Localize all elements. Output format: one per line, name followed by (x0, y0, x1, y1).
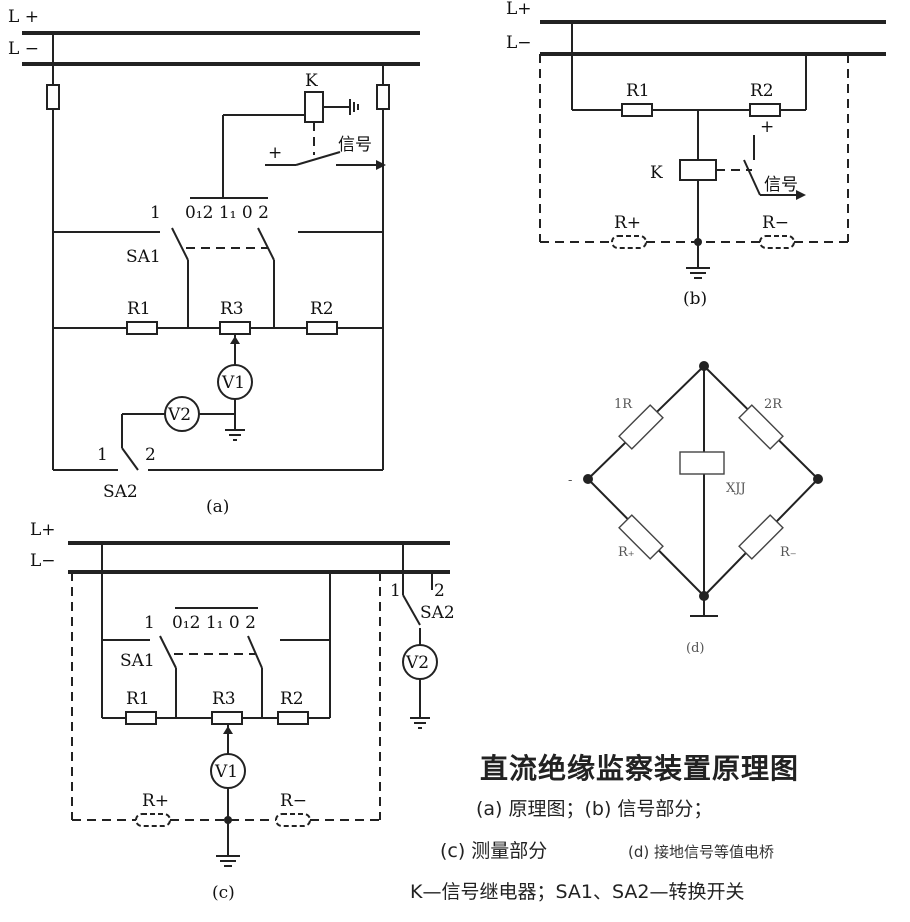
label-r2-a: R2 (310, 299, 334, 319)
label-relay-k-b: K (650, 163, 663, 183)
label-l-plus-a: L + (8, 7, 39, 27)
resistor-r2-c (277, 711, 309, 725)
label-v2-a: V2 (167, 405, 191, 425)
sa1-blade-left (171, 227, 189, 261)
legend-line-2b: (d) 接地信号等值电桥 (628, 843, 774, 861)
label-v2-c: V2 (405, 653, 429, 673)
label-r3-a: R3 (220, 299, 244, 319)
label-sa1: SA1 (126, 247, 161, 267)
sa1-blade-left-c (159, 635, 177, 669)
signal-contact (295, 151, 341, 166)
label-bridge-2r: 2R (764, 397, 783, 412)
label-sa1-contacts: 0₁2 1₁ 0 2 (185, 203, 269, 223)
sa1-blade-right (257, 227, 275, 261)
fuse-left (46, 84, 60, 110)
label-signal: 信号 (338, 135, 372, 155)
label-r1-c: R1 (126, 689, 150, 709)
bridge-resistor-rminus (738, 514, 784, 560)
label-rplus-c: R+ (142, 791, 169, 811)
label-r2-c: R2 (280, 689, 304, 709)
resistor-r2-b (749, 103, 781, 117)
label-l-minus-b: L− (506, 33, 532, 53)
label-rplus-b: R+ (614, 213, 641, 233)
resistor-r3-a (219, 321, 251, 335)
label-l-minus-c: L− (30, 551, 56, 571)
legend-line-3: K—信号继电器；SA1、SA2—转换开关 (410, 881, 744, 903)
label-sa2-a-pos1: 1 (97, 445, 108, 465)
caption-b: (b) (683, 289, 707, 309)
label-rminus-b: R− (762, 213, 789, 233)
label-sa2-c-pos2: 2 (434, 581, 445, 601)
circuit-d-bridge: 1R 2R R₊ R₋ XJJ - (d) (568, 361, 823, 656)
caption-d: (d) (686, 641, 704, 656)
label-l-minus-a: L − (8, 39, 39, 59)
circuit-a: L + L − K + 信号 1 0₁2 1₁ 0 2 SA1 (8, 7, 420, 517)
label-sa1-c: SA1 (120, 651, 155, 671)
resistor-rminus-b (759, 235, 795, 249)
caption-a: (a) (206, 497, 229, 517)
circuit-b: L+ L− R1 R2 K + 信号 R+ R− (b) (506, 0, 886, 309)
label-r3-c: R3 (212, 689, 236, 709)
label-sa1-c-contacts: 0₁2 1₁ 0 2 (172, 613, 256, 633)
label-bridge-rplus: R₊ (618, 545, 635, 560)
resistor-r2-a (306, 321, 338, 335)
fuse-right (376, 84, 390, 110)
label-relay-k: K (305, 71, 318, 91)
label-v1-c: V1 (214, 762, 238, 782)
label-r2-b: R2 (750, 81, 774, 101)
label-sa2-a-pos2: 2 (145, 445, 156, 465)
label-sa1-pos1: 1 (150, 203, 161, 223)
bridge-resistor-2r (738, 404, 784, 450)
label-sa2-c-pos1: 1 (390, 581, 401, 601)
sa1-blade-right-c (247, 635, 263, 669)
sa2-blade-c (402, 594, 421, 626)
label-r1-a: R1 (127, 299, 151, 319)
legend-block: 直流绝缘监察装置原理图 (a) 原理图；(b) 信号部分； (c) 测量部分 (… (410, 752, 799, 903)
caption-c: (c) (212, 883, 235, 903)
label-bridge-xjj: XJJ (726, 481, 746, 496)
label-bridge-1r: 1R (614, 397, 633, 412)
relay-k-coil-b (679, 159, 717, 181)
bridge-resistor-1r (618, 404, 664, 450)
resistor-rminus-c (275, 813, 311, 827)
label-sa1-c-pos1: 1 (144, 613, 155, 633)
figure-title: 直流绝缘监察装置原理图 (480, 752, 799, 785)
sa2-blade-a (121, 447, 139, 471)
resistor-rplus-c (135, 813, 171, 827)
resistor-r1-a (126, 321, 158, 335)
label-bridge-rminus: R₋ (780, 545, 797, 560)
resistor-r3-c (211, 711, 243, 725)
label-l-plus-c: L+ (30, 520, 56, 540)
resistor-r1-b (621, 103, 653, 117)
resistor-rplus-b (611, 235, 647, 249)
resistor-r1-c (125, 711, 157, 725)
relay-k-coil (304, 91, 324, 123)
label-plus-signal-b: + (760, 117, 774, 137)
label-sa2-a: SA2 (103, 482, 138, 502)
label-bridge-left: - (568, 473, 572, 488)
label-r1-b: R1 (626, 81, 650, 101)
label-sa2-c: SA2 (420, 603, 455, 623)
label-v1-a: V1 (221, 373, 245, 393)
label-l-plus-b: L+ (506, 0, 532, 19)
legend-line-2a: (c) 测量部分 (440, 840, 547, 862)
label-rminus-c: R− (280, 791, 307, 811)
circuit-c: L+ L− 1 0₁2 1₁ 0 2 SA1 R1 R3 R2 V1 (30, 520, 455, 903)
legend-line-1: (a) 原理图；(b) 信号部分； (476, 798, 712, 820)
signal-contact-b (743, 159, 761, 196)
label-signal-b: 信号 (764, 175, 798, 195)
bridge-relay-xjj (679, 451, 725, 475)
label-plus-signal: + (268, 143, 282, 163)
bridge-resistor-rplus (618, 514, 664, 560)
